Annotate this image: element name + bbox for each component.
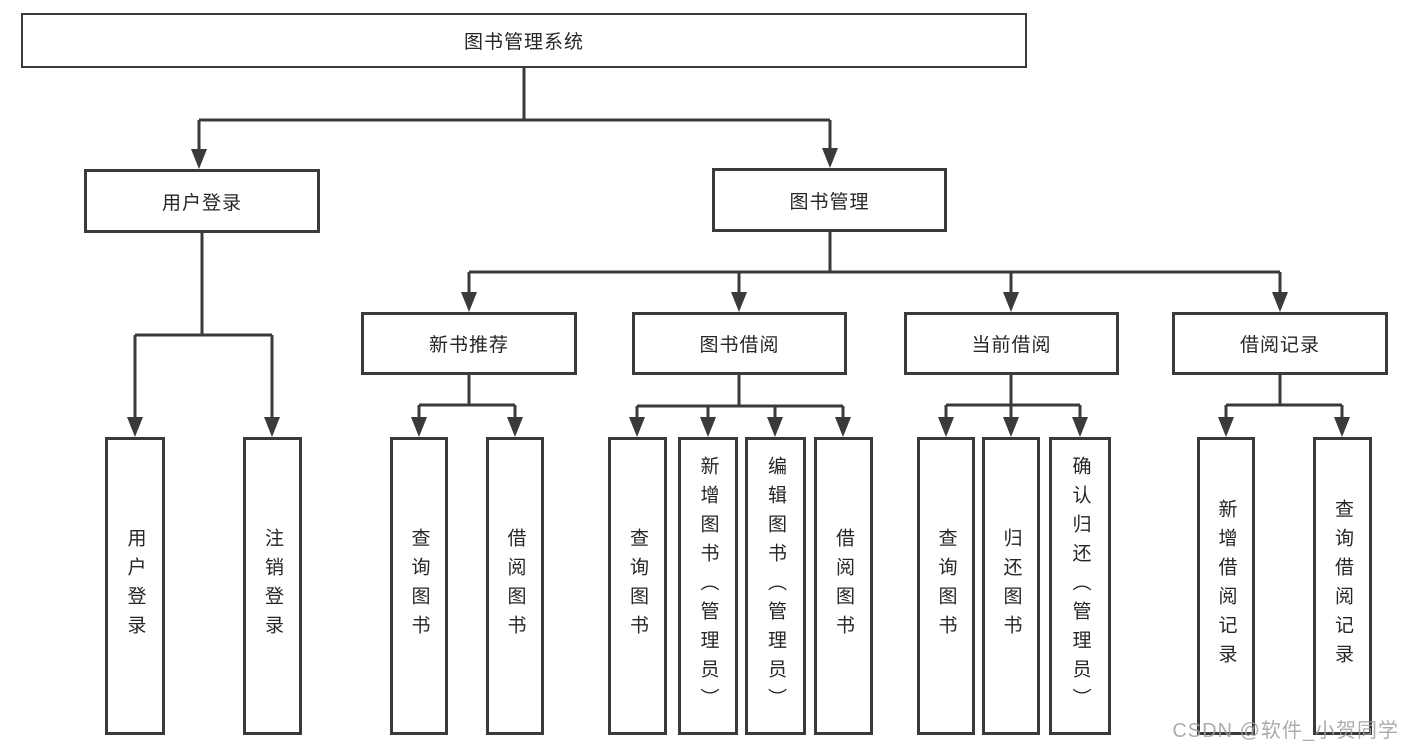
- node-book-borrow: 图书借阅: [632, 312, 847, 375]
- arrowhead-icon: [822, 148, 838, 168]
- node-current-borrow: 当前借阅: [904, 312, 1119, 375]
- leaf-user-login: 用户登录: [105, 437, 165, 735]
- arrowhead-icon: [1334, 417, 1350, 437]
- leaf-current-query-books-label: 查询图书: [935, 528, 957, 644]
- leaf-recommend-query-books-label: 查询图书: [408, 528, 430, 644]
- leaf-borrow-query-books-label: 查询图书: [627, 528, 648, 644]
- leaf-confirm-return-admin-label: 确认归还（管理员）: [1069, 455, 1091, 717]
- leaf-recommend-query-books: 查询图书: [390, 437, 448, 735]
- arrowhead-icon: [767, 417, 783, 437]
- arrowhead-icon: [700, 417, 716, 437]
- connector-records-to-leaves: [1224, 375, 1344, 419]
- leaf-logout: 注销登录: [243, 437, 302, 735]
- node-new-book-recommend-label: 新书推荐: [428, 335, 509, 356]
- node-book-borrow-label: 图书借阅: [699, 335, 780, 356]
- arrowhead-icon: [835, 417, 851, 437]
- arrowhead-icon: [1218, 417, 1234, 437]
- node-book-management: 图书管理: [712, 168, 947, 232]
- leaf-query-borrow-record-label: 查询借阅记录: [1332, 499, 1353, 673]
- leaf-confirm-return-admin: 确认归还（管理员）: [1049, 437, 1111, 735]
- leaf-edit-books-admin: 编辑图书（管理员）: [745, 437, 806, 735]
- node-new-book-recommend: 新书推荐: [361, 312, 577, 375]
- node-borrow-records: 借阅记录: [1172, 312, 1388, 375]
- leaf-current-query-books: 查询图书: [917, 437, 975, 735]
- leaf-edit-books-admin-label: 编辑图书（管理员）: [765, 455, 786, 717]
- arrowhead-icon: [1003, 417, 1019, 437]
- arrowhead-icon: [461, 292, 477, 312]
- connector-current-to-leaves: [944, 375, 1082, 419]
- arrowhead-icon: [191, 149, 207, 169]
- csdn-watermark: CSDN @软件_小贺同学: [1172, 720, 1399, 742]
- arrowhead-icon: [411, 417, 427, 437]
- arrowhead-icon: [938, 417, 954, 437]
- arrowhead-icon: [1003, 292, 1019, 312]
- node-root-label: 图书管理系统: [463, 32, 584, 53]
- leaf-borrow-query-books: 查询图书: [608, 437, 667, 735]
- leaf-recommend-borrow-books-label: 借阅图书: [504, 528, 526, 644]
- connector-userlogin-to-leaves: [133, 233, 274, 419]
- connector-borrow-to-leaves: [635, 375, 845, 419]
- node-user-login-label: 用户登录: [161, 192, 242, 214]
- connector-root-to-level2: [197, 68, 832, 151]
- arrowhead-icon: [731, 292, 747, 312]
- leaf-logout-label: 注销登录: [262, 528, 283, 644]
- connector-recommend-to-leaves: [417, 375, 517, 419]
- leaf-borrow-borrow-books: 借阅图书: [814, 437, 873, 735]
- leaf-recommend-borrow-books: 借阅图书: [486, 437, 544, 735]
- node-book-management-label: 图书管理: [789, 191, 870, 213]
- arrowhead-icon: [629, 417, 645, 437]
- leaf-borrow-borrow-books-label: 借阅图书: [833, 528, 854, 644]
- leaf-add-books-admin: 新增图书（管理员）: [678, 437, 738, 735]
- arrowhead-icon: [1272, 292, 1288, 312]
- node-root: 图书管理系统: [21, 13, 1027, 68]
- arrowhead-icon: [127, 417, 143, 437]
- connector-bookmgmt-to-level3: [467, 232, 1282, 294]
- leaf-add-borrow-record: 新增借阅记录: [1197, 437, 1255, 735]
- node-borrow-records-label: 借阅记录: [1239, 335, 1320, 356]
- leaf-user-login-label: 用户登录: [124, 528, 146, 644]
- leaf-add-borrow-record-label: 新增借阅记录: [1215, 499, 1237, 673]
- arrowhead-icon: [264, 417, 280, 437]
- leaf-query-borrow-record: 查询借阅记录: [1313, 437, 1372, 735]
- leaf-return-books: 归还图书: [982, 437, 1040, 735]
- leaf-add-books-admin-label: 新增图书（管理员）: [697, 455, 719, 717]
- node-current-borrow-label: 当前借阅: [971, 335, 1052, 356]
- node-user-login: 用户登录: [84, 169, 320, 233]
- leaf-return-books-label: 归还图书: [1000, 528, 1022, 644]
- arrowhead-icon: [507, 417, 523, 437]
- arrowhead-icon: [1072, 417, 1088, 437]
